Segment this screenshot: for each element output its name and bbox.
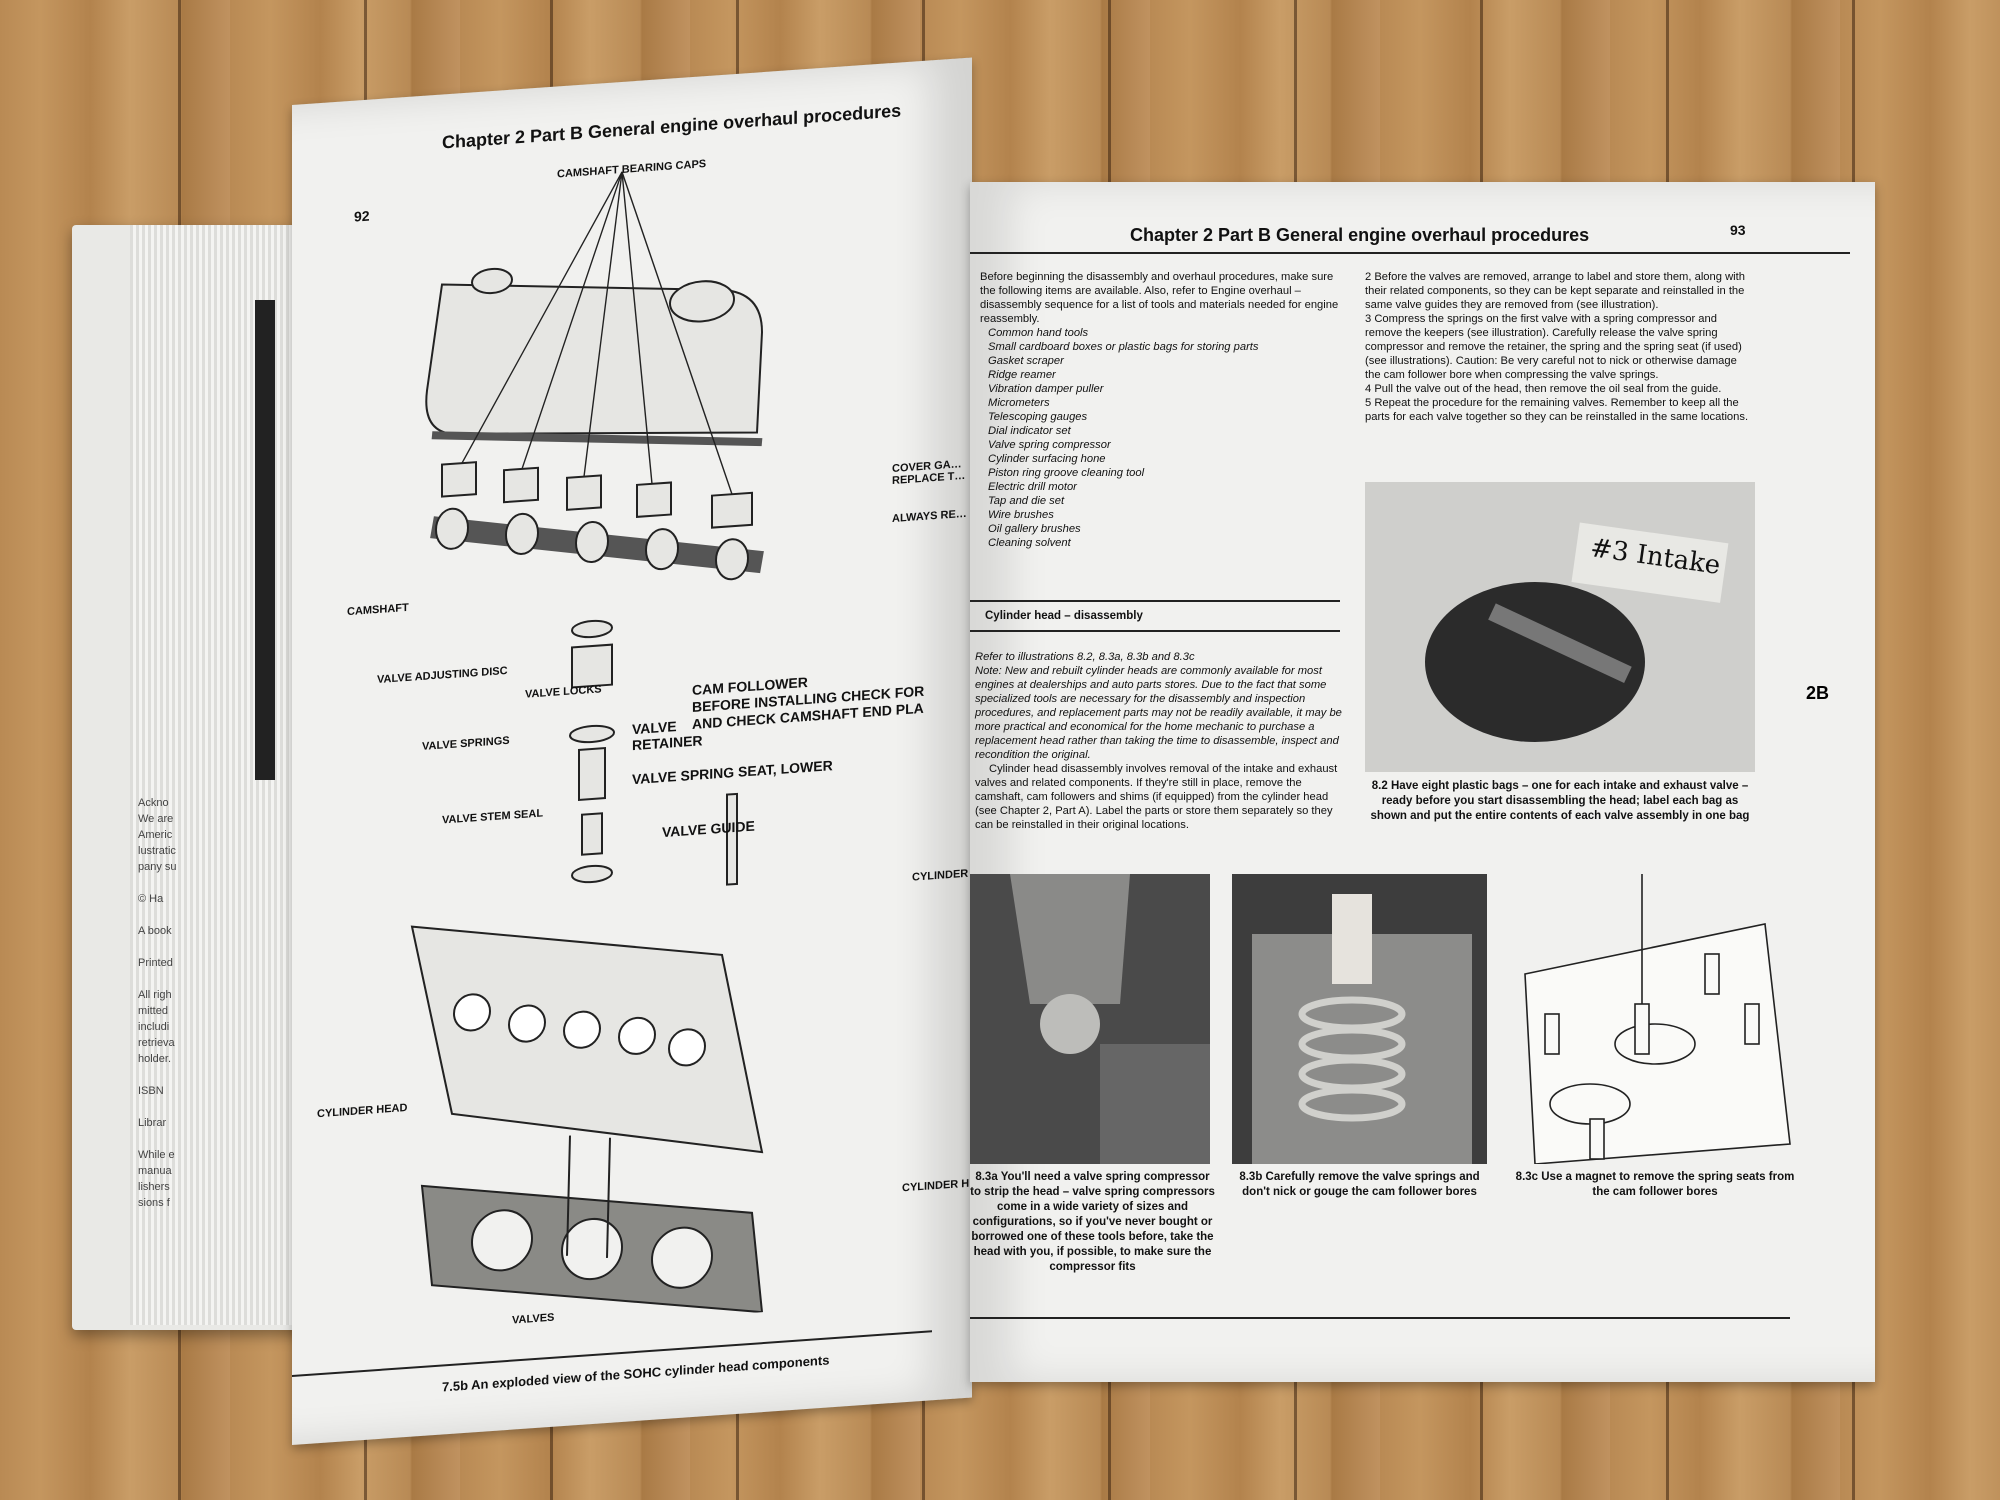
procedure-step: 5 Repeat the procedure for the remaining… [1365, 397, 1749, 423]
back-page-line: lishers [138, 1181, 170, 1193]
valve-cover [425, 283, 764, 435]
bearing-cap [503, 466, 539, 504]
back-page-line: holder. [138, 1053, 172, 1065]
bag-photo-art [1425, 522, 1729, 742]
cover-gasket [431, 431, 763, 447]
back-page-line: ISBN [138, 1085, 164, 1097]
back-page-line: We are [138, 813, 174, 825]
tool-item: Piston ring groove cleaning tool [988, 467, 1145, 479]
back-page-line: Ackno [138, 797, 169, 809]
tool-item: Common hand tools [988, 327, 1089, 339]
right-page-header: Chapter 2 Part B General engine overhaul… [1130, 225, 1590, 245]
disassembly-text: Refer to illustrations 8.2, 8.3a, 8.3b a… [975, 650, 1350, 832]
refer-line: Refer to illustrations 8.2, 8.3a, 8.3b a… [975, 651, 1195, 663]
valve-spring-inner [581, 812, 603, 856]
right-page: Chapter 2 Part B General engine overhaul… [970, 182, 1875, 1382]
note-paragraph: Note: New and rebuilt cylinder heads are… [975, 665, 1342, 761]
tool-item: Telescoping gauges [988, 411, 1088, 423]
tool-item: Tap and die set [988, 495, 1065, 507]
procedure-step: 4 Pull the valve out of the head, then r… [1365, 383, 1722, 395]
tool-item: Cleaning solvent [988, 537, 1071, 549]
photo-8-3b [1232, 874, 1487, 1164]
back-page-line [138, 971, 208, 987]
diagram-8-3c [1515, 874, 1795, 1164]
magnet-diagram-art [1524, 874, 1791, 1164]
tool-item: Dial indicator set [988, 425, 1071, 437]
back-page-line: While e [138, 1149, 175, 1161]
springs-photo-art [1232, 874, 1487, 1164]
right-page-number: 93 [1730, 222, 1746, 238]
back-page-line: lustratic [138, 845, 176, 857]
back-page-line [138, 939, 208, 955]
tool-item: Small cardboard boxes or plastic bags fo… [988, 341, 1259, 353]
right-header-rule [970, 252, 1850, 254]
caption-8-3a: 8.3a You'll need a valve spring compress… [970, 1171, 1215, 1273]
tool-item: Oil gallery brushes [988, 523, 1081, 535]
tool-item: Electric drill motor [988, 481, 1077, 493]
back-page-line: Librar [138, 1117, 167, 1129]
back-page-line: Americ [138, 829, 173, 841]
photo-8-3a [970, 874, 1210, 1164]
tool-item: Wire brushes [988, 509, 1054, 521]
procedure-step: 3 Compress the springs on the first valv… [1365, 313, 1742, 381]
figure-caption-7-5b: 7.5b An exploded view of the SOHC cylind… [442, 1352, 830, 1395]
tool-item: Cylinder surfacing hone [988, 453, 1106, 465]
photo-8-2: #3 Intake [1365, 482, 1755, 772]
tool-item: Valve spring compressor [988, 439, 1111, 451]
bearing-cap [711, 491, 753, 529]
back-page-line [138, 907, 208, 923]
chapter-tab-2b: 2B [1770, 678, 1865, 708]
cover-photo-strip [255, 300, 275, 780]
head-bolt [726, 792, 738, 886]
back-page-line [138, 1131, 208, 1147]
label-valve-retainer: VALVE RETAINER [632, 718, 703, 754]
right-column: 2 Before the valves are removed, arrange… [1365, 270, 1755, 424]
exploded-diagram [410, 171, 764, 1314]
tool-item: Vibration damper puller [988, 383, 1104, 395]
tool-item: Ridge reamer [988, 369, 1056, 381]
left-column: Before beginning the disassembly and ove… [980, 270, 1350, 550]
caption-8-3b: 8.3b Carefully remove the valve springs … [1239, 1171, 1480, 1198]
back-page-line: A book [138, 925, 172, 937]
back-page-line: pany su [138, 861, 177, 873]
back-page-line [138, 1099, 208, 1115]
procedure-step: 2 Before the valves are removed, arrange… [1365, 271, 1745, 311]
back-page-line [138, 875, 208, 891]
bearing-cap [636, 481, 672, 518]
back-page-line: Printed [138, 957, 173, 969]
left-page: Chapter 2 Part B General engine overhaul… [292, 57, 985, 1446]
compressor-photo-art [970, 874, 1210, 1164]
bearing-cap [441, 461, 477, 498]
back-page-line: All righ [138, 989, 172, 1001]
section-rule-bottom [970, 630, 1340, 632]
back-page-line: mitted [138, 1005, 168, 1017]
right-bottom-rule [970, 1317, 1790, 1319]
section-title: Cylinder head – disassembly [985, 610, 1143, 622]
caption-8-3c: 8.3c Use a magnet to remove the spring s… [1515, 1171, 1795, 1198]
back-page-line: includi [138, 1021, 170, 1033]
para-1: Cylinder head disassembly involves remov… [975, 763, 1338, 831]
section-rule-top [970, 600, 1340, 602]
intro-paragraph: Before beginning the disassembly and ove… [980, 271, 1339, 325]
caption-8-2: 8.2 Have eight plastic bags – one for ea… [1370, 780, 1750, 822]
tool-item: Micrometers [988, 397, 1050, 409]
bearing-cap [566, 474, 602, 511]
valve-spring [578, 747, 606, 802]
back-page-line: manua [138, 1165, 172, 1177]
tool-item: Gasket scraper [988, 355, 1064, 367]
back-page-line [138, 1067, 208, 1083]
cam-follower [571, 643, 613, 689]
back-page-line: © Ha [138, 893, 164, 905]
back-page-line: sions f [138, 1197, 170, 1209]
back-page-line: retrieva [138, 1037, 175, 1049]
